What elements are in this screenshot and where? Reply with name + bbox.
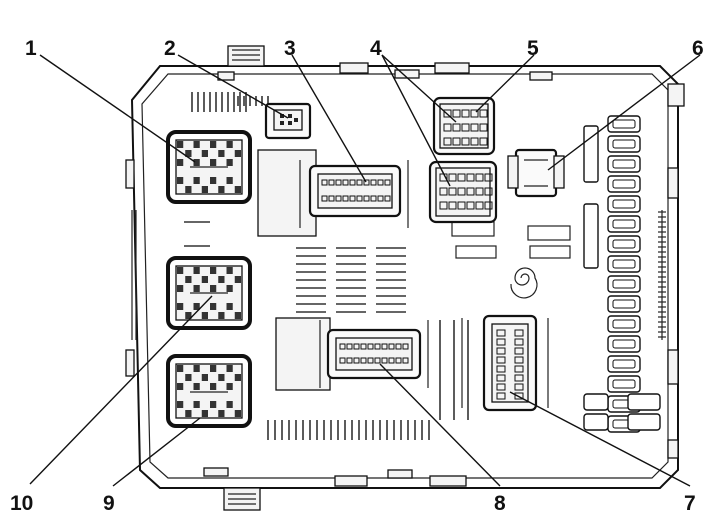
spiral-mark bbox=[510, 267, 538, 299]
connector-3 bbox=[257, 149, 409, 237]
leader-3 bbox=[291, 54, 367, 183]
vent-slots bbox=[184, 92, 571, 440]
right-comb bbox=[658, 210, 666, 340]
connector-7 bbox=[461, 314, 549, 412]
callout-9: 9 bbox=[103, 492, 115, 515]
leader-1 bbox=[39, 54, 196, 163]
connector-9 bbox=[166, 354, 252, 428]
leader-4a bbox=[381, 54, 457, 123]
callout-3: 3 bbox=[284, 37, 296, 60]
leader-5 bbox=[475, 54, 535, 113]
leader-8 bbox=[379, 363, 501, 487]
callout-7: 7 bbox=[684, 492, 696, 515]
connector-4 bbox=[428, 160, 498, 224]
leader-10 bbox=[29, 295, 213, 485]
fuse-bank bbox=[583, 115, 661, 433]
leader-4b bbox=[381, 54, 451, 187]
connector-5 bbox=[432, 96, 496, 156]
callout-6: 6 bbox=[692, 37, 704, 60]
connector-1 bbox=[166, 130, 252, 204]
relay-6 bbox=[507, 148, 565, 198]
leader-7 bbox=[509, 391, 691, 487]
leader-9 bbox=[112, 417, 201, 487]
callout-1: 1 bbox=[25, 37, 37, 60]
leader-lines bbox=[29, 54, 701, 487]
connector-10 bbox=[166, 256, 252, 330]
housing bbox=[125, 45, 685, 511]
leader-2 bbox=[177, 54, 289, 119]
callout-labels: 1 2 3 4 5 6 7 8 9 10 bbox=[10, 37, 704, 515]
callout-2: 2 bbox=[164, 37, 176, 60]
callout-10: 10 bbox=[10, 492, 33, 515]
connector-8 bbox=[275, 317, 429, 391]
callout-4: 4 bbox=[370, 37, 382, 60]
callout-5: 5 bbox=[527, 37, 539, 60]
callout-8: 8 bbox=[494, 492, 506, 515]
leader-6 bbox=[547, 54, 701, 171]
